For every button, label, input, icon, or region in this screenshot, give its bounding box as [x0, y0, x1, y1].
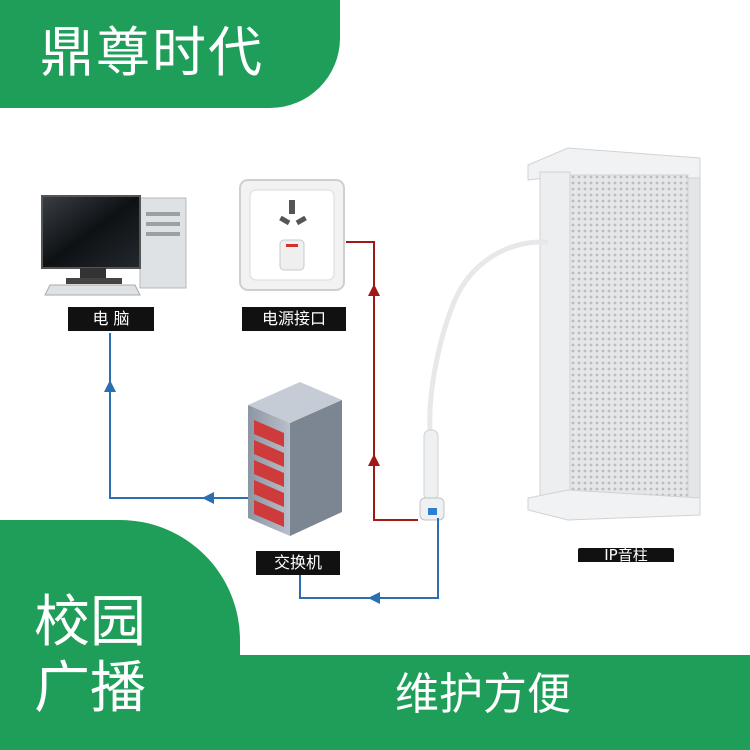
computer-icon [41, 195, 187, 296]
brand-name: 鼎尊时代 [40, 21, 264, 84]
campus-block [0, 520, 240, 750]
campus-title-line1: 校园 [34, 590, 146, 655]
power-socket-label: 电源接口 [242, 307, 346, 331]
power-cable-lines [346, 241, 418, 521]
computer-label: 电 脑 [68, 307, 154, 331]
network-switch-icon [248, 382, 342, 536]
bottom-strip [240, 655, 750, 750]
brand-banner [0, 0, 340, 108]
speaker-label: IP音柱 [578, 548, 674, 562]
campus-title: 校园 广播 [34, 590, 146, 722]
network-arrows [104, 380, 380, 604]
switch-label: 交换机 [256, 551, 340, 575]
ip-speaker-icon [419, 147, 701, 521]
slogan-text: 维护方便 [395, 669, 571, 720]
power-socket-icon [239, 179, 345, 291]
power-arrows [368, 284, 380, 466]
campus-title-line2: 广播 [34, 656, 146, 721]
